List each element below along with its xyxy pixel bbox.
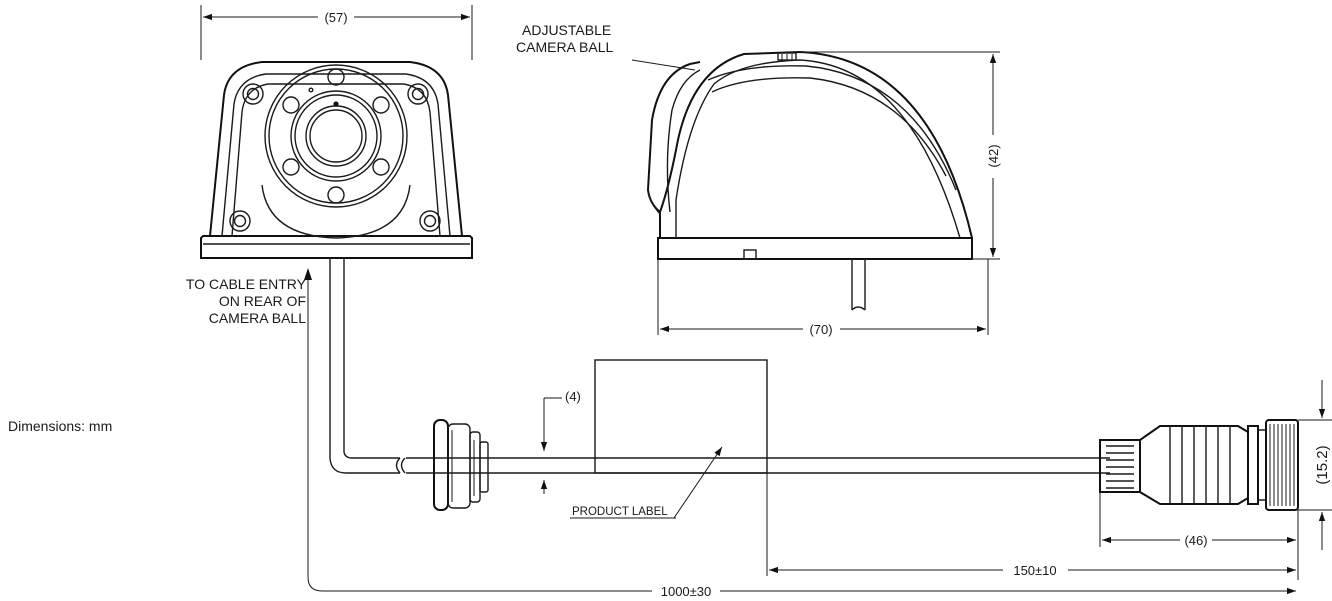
side-view: ADJUSTABLE CAMERA BALL [516, 22, 1001, 337]
connector-diameter-dimension: (15.2) [1298, 380, 1332, 550]
cable-note-line-3: CAMERA BALL [209, 310, 306, 326]
total-length-label: 1000±30 [661, 584, 712, 599]
side-length-label: (70) [809, 322, 832, 337]
cable-note-line-1: TO CABLE ENTRY [186, 276, 307, 292]
connector-diameter-label: (15.2) [1314, 445, 1331, 484]
product-label: PRODUCT LABEL [570, 359, 768, 519]
front-width-label: (57) [324, 10, 347, 25]
label-offset-text: (4) [565, 389, 581, 404]
front-view: (57) [200, 5, 473, 474]
front-cable-exit [329, 258, 406, 474]
grommet [433, 419, 489, 511]
front-width-dimension: (57) [200, 5, 473, 60]
connector-length-label: (46) [1184, 533, 1207, 548]
total-length-dimension: 1000±30 [304, 268, 1296, 599]
units-note: Dimensions: mm [8, 418, 112, 434]
cable-note-line-2: ON REAR OF [219, 293, 306, 309]
side-length-dimension: (70) [657, 259, 989, 337]
side-camera-body [646, 50, 973, 311]
adjustable-ball-callout: ADJUSTABLE CAMERA BALL [516, 22, 696, 71]
side-height-label: (42) [986, 144, 1001, 167]
connector [1099, 419, 1299, 511]
callout-line-2: CAMERA BALL [516, 39, 613, 55]
cable-assembly: PRODUCT LABEL (4) [304, 268, 1332, 599]
label-to-end-label: 150±10 [1013, 563, 1056, 578]
cable-entry-note: TO CABLE ENTRY ON REAR OF CAMERA BALL [186, 276, 307, 326]
product-label-text: PRODUCT LABEL [572, 506, 668, 518]
label-to-end-dimension: 150±10 [766, 473, 1296, 578]
callout-line-1: ADJUSTABLE [522, 22, 611, 38]
label-offset-dimension: (4) [536, 389, 595, 494]
side-height-dimension: (42) [800, 51, 1001, 260]
connector-length-dimension: (46) [1099, 492, 1299, 580]
front-camera-body [200, 61, 473, 259]
